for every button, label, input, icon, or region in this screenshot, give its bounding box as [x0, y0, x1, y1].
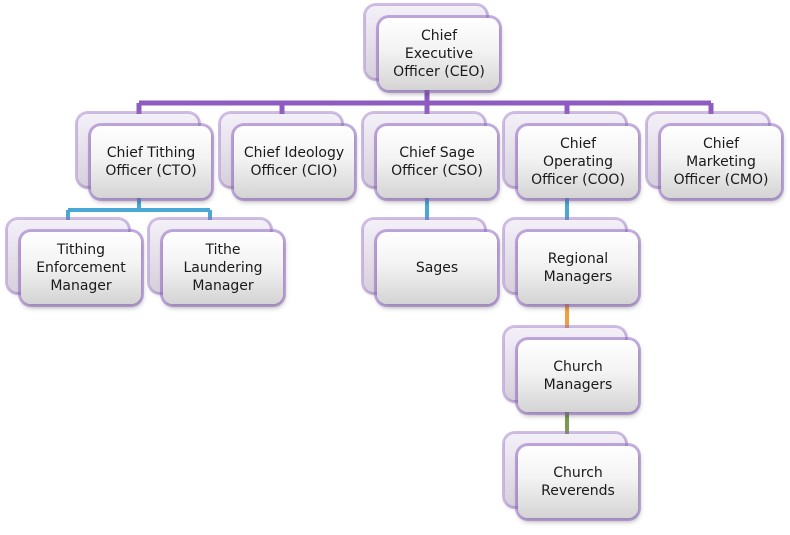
- node-ceo-card: Chief Executive Officer (CEO): [379, 18, 499, 90]
- node-coo-label: Chief Operating Officer (COO): [531, 136, 625, 188]
- node-cto-card: Chief Tithing Officer (CTO): [91, 126, 211, 198]
- node-rm-label: Regional Managers: [543, 251, 613, 285]
- node-cr-card: Church Reverends: [518, 446, 638, 518]
- node-cto-label: Chief Tithing Officer (CTO): [105, 145, 197, 179]
- node-cio-label: Chief Ideology Officer (CIO): [243, 145, 345, 179]
- node-cso-card: Chief Sage Officer (CSO): [377, 126, 497, 198]
- node-tlm-label: Tithe Laundering Manager: [183, 242, 263, 294]
- node-tlm-card: Tithe Laundering Manager: [163, 232, 283, 304]
- node-tem-label: Tithing Enforcement Manager: [36, 242, 126, 294]
- node-coo-card: Chief Operating Officer (COO): [518, 126, 638, 198]
- node-cr-label: Church Reverends: [541, 465, 615, 499]
- node-cmo-card: Chief Marketing Officer (CMO): [661, 126, 781, 198]
- node-cso-label: Chief Sage Officer (CSO): [391, 145, 483, 179]
- node-ceo-label: Chief Executive Officer (CEO): [393, 28, 485, 80]
- node-cmo-label: Chief Marketing Officer (CMO): [673, 136, 769, 188]
- node-cm-card: Church Managers: [518, 340, 638, 412]
- node-cio-card: Chief Ideology Officer (CIO): [234, 126, 354, 198]
- node-rm-card: Regional Managers: [518, 232, 638, 304]
- node-sages-card: Sages: [377, 232, 497, 304]
- node-cm-label: Church Managers: [543, 359, 613, 393]
- node-tem-card: Tithing Enforcement Manager: [21, 232, 141, 304]
- node-sages-label: Sages: [415, 260, 459, 276]
